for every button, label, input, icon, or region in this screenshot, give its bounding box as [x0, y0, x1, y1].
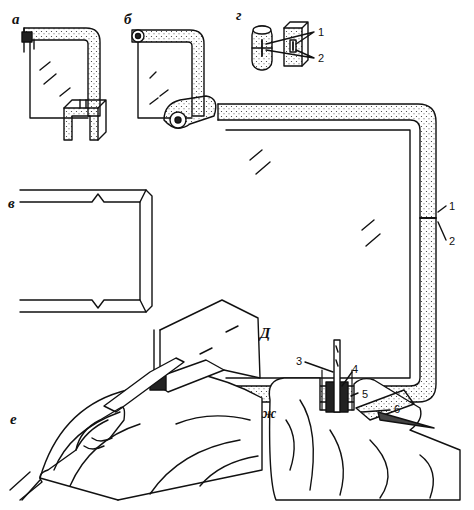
panel-letter: Д — [260, 326, 270, 341]
callout-number: 1 — [318, 27, 324, 38]
panel-letter: е — [10, 412, 17, 427]
callout-number: 5 — [362, 389, 368, 400]
figure-v — [20, 190, 152, 312]
panel-letter: в — [8, 196, 15, 211]
callout-number: 4 — [352, 364, 358, 375]
figure-a — [22, 28, 106, 140]
figure-zh — [269, 340, 460, 500]
callout-number: 2 — [318, 53, 324, 64]
panel-letter: а — [12, 12, 20, 27]
panel-letter: г — [236, 8, 242, 23]
figure-b — [132, 30, 216, 128]
panel-letter: б — [124, 12, 132, 27]
figure-d — [218, 104, 446, 402]
callout-number: 3 — [296, 356, 302, 367]
callout-number: 6 — [394, 404, 400, 415]
callout-number: 2 — [449, 236, 455, 247]
figure-e — [10, 300, 262, 500]
figure-g — [252, 22, 314, 70]
callout-number: 1 — [449, 201, 455, 212]
panel-letter: ж — [262, 406, 276, 421]
